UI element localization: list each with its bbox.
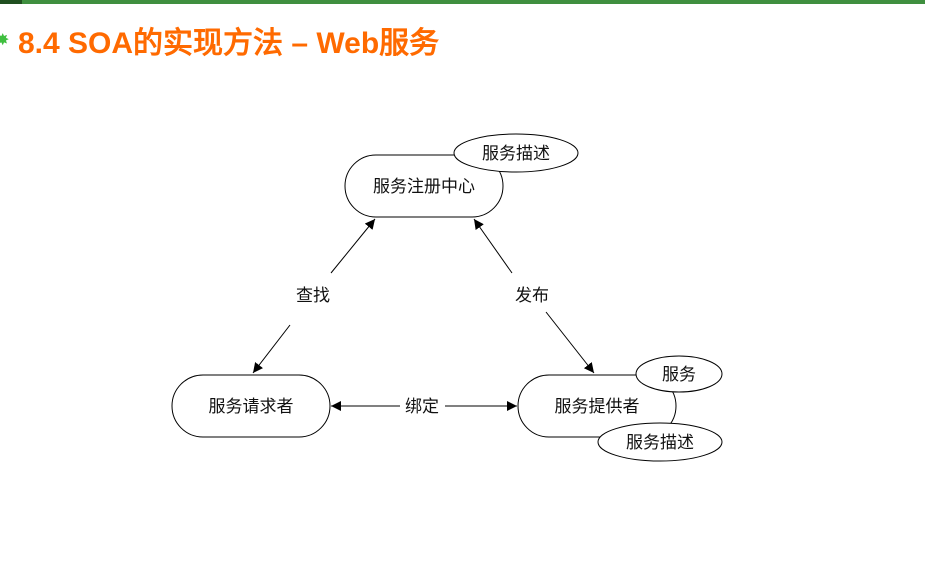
registry-desc-tag: 服务描述	[453, 133, 579, 173]
requester-node: 服务请求者	[171, 374, 331, 438]
provider-desc-tag: 服务描述	[597, 422, 723, 462]
edge-find-label: 查找	[296, 286, 330, 306]
gear-bullet-icon: ✸	[0, 30, 10, 49]
slide-title: 8.4 SOA的实现方法 – Web服务	[18, 27, 440, 60]
registry-node: 服务注册中心	[344, 154, 504, 218]
edge-bind-label: 绑定	[405, 397, 439, 417]
slide-header: ✸ 8.4 SOA的实现方法 – Web服务	[0, 20, 439, 60]
provider-service-label: 服务	[662, 365, 696, 385]
provider-label: 服务提供者	[555, 397, 640, 417]
registry-desc-label: 服务描述	[482, 144, 550, 164]
edge-publish: 发布	[473, 218, 595, 374]
edge-publish-label: 发布	[515, 286, 549, 306]
provider-desc-label: 服务描述	[626, 433, 694, 453]
provider-node: 服务提供者	[517, 374, 677, 438]
top-accent-bar	[0, 0, 925, 4]
edge-find: 查找	[252, 218, 376, 374]
provider-service-tag: 服务	[635, 355, 723, 393]
top-accent-bar-dark	[0, 0, 22, 4]
edge-bind: 绑定	[331, 397, 517, 417]
requester-label: 服务请求者	[209, 397, 294, 417]
registry-label: 服务注册中心	[373, 177, 475, 197]
